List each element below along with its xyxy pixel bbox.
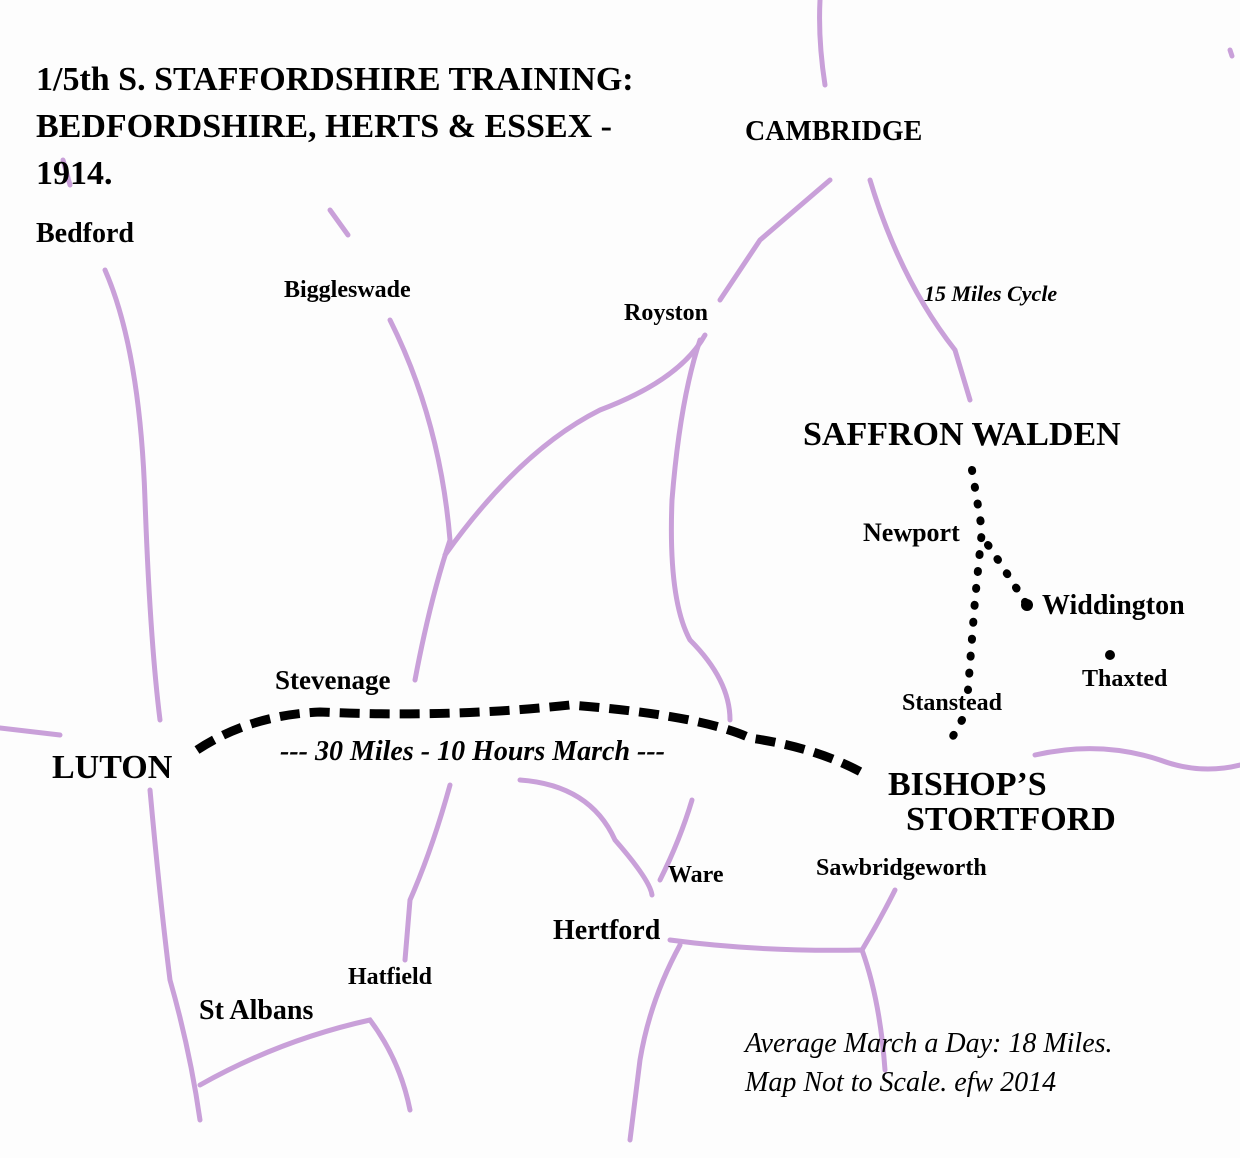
road xyxy=(668,337,733,723)
road xyxy=(867,177,973,403)
road xyxy=(717,177,833,303)
label-biggleswade: Biggleswade xyxy=(284,277,411,303)
road xyxy=(387,317,453,683)
label-ware: Ware xyxy=(668,862,724,888)
road xyxy=(327,207,351,238)
road xyxy=(102,267,163,723)
label-hertford: Hertford xyxy=(553,915,661,946)
road xyxy=(657,797,695,883)
title-line: 1914. xyxy=(36,155,113,192)
map-title: 1/5th S. STAFFORDSHIRE TRAINING: BEDFORD… xyxy=(36,56,756,197)
label-saffron-walden: SAFFRON WALDEN xyxy=(803,416,1121,453)
road xyxy=(627,942,683,1143)
cycle-route xyxy=(964,466,987,694)
label-sawbridgeworth: Sawbridgeworth xyxy=(816,855,987,881)
label-st-albans: St Albans xyxy=(199,995,314,1026)
label-newport: Newport xyxy=(863,518,960,547)
widdington-dot xyxy=(1021,599,1033,611)
label-bedford: Bedford xyxy=(36,218,134,249)
road xyxy=(1227,47,1235,59)
note-scale: Map Not to Scale. efw 2014 xyxy=(745,1067,1057,1098)
title-line: BEDFORDSHIRE, HERTS & ESSEX - xyxy=(36,108,612,145)
road xyxy=(817,0,828,88)
label-royston: Royston xyxy=(624,300,709,326)
road xyxy=(60,157,73,188)
road xyxy=(859,887,898,953)
title-line: 1/5th S. STAFFORDSHIRE TRAINING: xyxy=(36,61,634,98)
road xyxy=(197,1017,413,1113)
label-stevenage: Stevenage xyxy=(275,665,391,695)
label-cambridge: CAMBRIDGE xyxy=(745,116,923,147)
label-stanstead: Stanstead xyxy=(902,690,1003,716)
thaxted-dot xyxy=(1105,650,1115,660)
road xyxy=(402,782,453,963)
road xyxy=(147,787,203,1123)
label-cycle: 15 Miles Cycle xyxy=(924,281,1058,306)
note-average-march: Average March a Day: 18 Miles. xyxy=(745,1028,1113,1059)
road xyxy=(517,777,655,898)
march-route xyxy=(194,700,871,780)
road xyxy=(0,725,63,738)
cycle-route-stanstead xyxy=(944,716,966,749)
road xyxy=(1032,746,1240,772)
road xyxy=(442,332,708,558)
label-hatfield: Hatfield xyxy=(348,964,432,990)
label-luton: LUTON xyxy=(52,749,173,786)
label-bishops-stortford-1: BISHOP’S xyxy=(888,766,1047,803)
label-thaxted: Thaxted xyxy=(1082,666,1168,692)
label-widdington: Widdington xyxy=(1042,590,1185,621)
label-bishops-stortford-2: STORTFORD xyxy=(906,801,1116,838)
cycle-route-branch xyxy=(984,541,1031,609)
label-march: --- 30 Miles - 10 Hours March --- xyxy=(280,736,665,767)
